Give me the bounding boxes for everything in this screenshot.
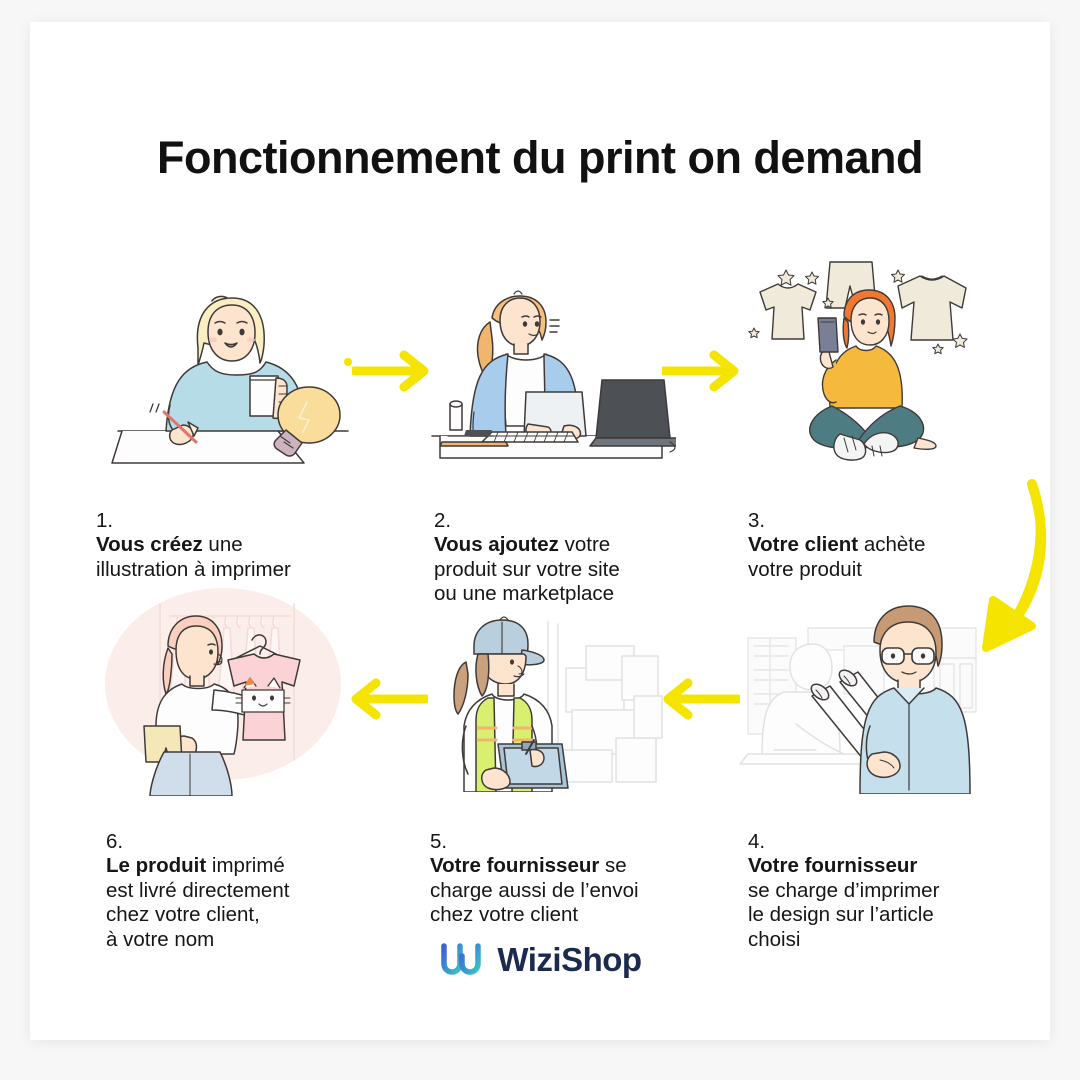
step-2-number: 2. bbox=[434, 508, 452, 532]
step-6-bold: Le produit bbox=[106, 854, 207, 877]
page-title: Fonctionnement du print on demand bbox=[157, 132, 923, 183]
arrow-step1-to-step2 bbox=[352, 350, 429, 392]
step-2-bold: Vous ajoutez bbox=[434, 533, 559, 556]
arrow-step5-to-step6 bbox=[351, 678, 428, 720]
caption-step-2: 2. Vous ajoutez votre produit sur votre … bbox=[434, 484, 734, 607]
step-1-number: 1. bbox=[96, 508, 114, 532]
illustration-step-4 bbox=[739, 605, 977, 794]
caption-step-4: 4. Votre fournisseur se charge d’imprime… bbox=[748, 805, 1048, 952]
step-5-bold: Votre fournisseur bbox=[430, 854, 600, 877]
illustration-step-3 bbox=[748, 261, 968, 461]
infographic-card: Fonctionnement du print on demand bbox=[30, 22, 1050, 1040]
wizishop-logo-icon bbox=[441, 943, 482, 975]
step-4-bold: Votre fournisseur bbox=[748, 854, 918, 877]
step-1-bold: Vous créez bbox=[96, 533, 203, 556]
step-6-rest: imprimé est livré directement chez votre… bbox=[106, 854, 290, 951]
step-2-rest: votre produit sur votre site ou une mark… bbox=[434, 533, 620, 605]
caption-step-1: 1. Vous créez une illustration à imprime… bbox=[96, 484, 386, 582]
arrow-step3-to-step4 bbox=[982, 479, 1047, 652]
arrow-step4-to-step5 bbox=[663, 678, 740, 720]
illustration-step-6 bbox=[105, 588, 341, 796]
step-3-rest: achète votre produit bbox=[748, 533, 926, 581]
illustration-step-1 bbox=[111, 295, 352, 464]
caption-step-5: 5. Votre fournisseur se charge aussi de … bbox=[430, 805, 740, 928]
step-5-number: 5. bbox=[430, 829, 448, 853]
illustration-step-5 bbox=[453, 616, 663, 792]
arrow-step2-to-step3 bbox=[662, 350, 739, 392]
step-3-bold: Votre client bbox=[748, 533, 859, 556]
step-4-number: 4. bbox=[748, 829, 766, 853]
caption-step-6: 6. Le produit imprimé est livré directem… bbox=[106, 805, 406, 952]
wizishop-logo-text: WiziShop bbox=[497, 941, 642, 978]
step-6-number: 6. bbox=[106, 829, 124, 853]
step-1-rest: une illustration à imprimer bbox=[96, 533, 291, 581]
wizishop-logo[interactable]: WiziShop bbox=[30, 940, 1050, 980]
caption-step-3: 3. Votre client achète votre produit bbox=[748, 484, 1048, 582]
illustration-step-2 bbox=[431, 290, 676, 459]
step-4-rest: se charge d’imprimer le design sur l’art… bbox=[748, 878, 940, 951]
step-5-rest: se charge aussi de l’envoi chez votre cl… bbox=[430, 854, 639, 926]
step-3-number: 3. bbox=[748, 508, 766, 532]
